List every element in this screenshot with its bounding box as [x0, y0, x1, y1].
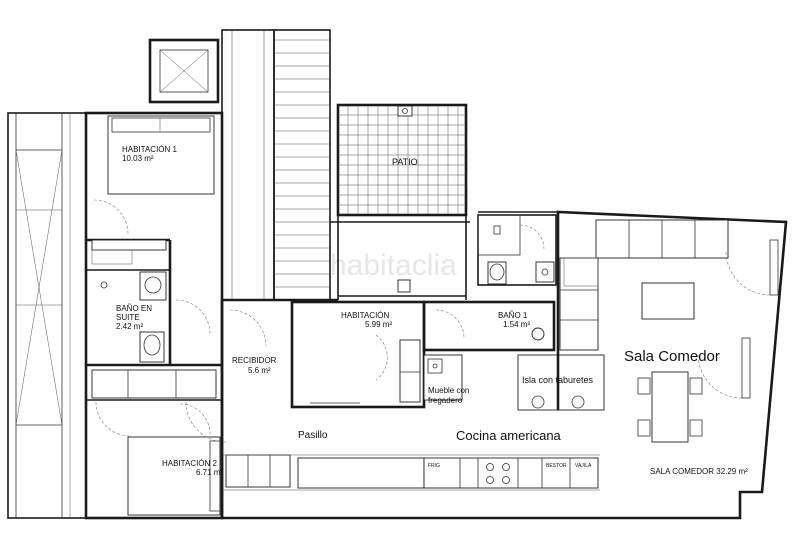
- furniture-label: Isla con taburetes: [522, 375, 594, 385]
- door-swing-hab2b: [179, 403, 211, 435]
- door-swing-wc: [519, 224, 545, 250]
- bed-habitacion-2: [127, 436, 221, 516]
- room-name: HABITACIÓN: [341, 311, 390, 320]
- sofa: [559, 219, 729, 351]
- windows-right: [697, 239, 779, 399]
- furniture-label: fregadero: [428, 396, 463, 405]
- room-area: 1.54 m²: [503, 320, 530, 329]
- left-exterior-strip: [7, 112, 87, 519]
- ventilation-shaft: [148, 38, 220, 104]
- room-name: BAÑO EN: [116, 304, 152, 313]
- room-name: PATIO: [392, 157, 418, 167]
- room-name: HABITACIÓN 1: [122, 145, 178, 154]
- door-swing-pasillo: [185, 401, 227, 443]
- appliance-label: FRIG: [428, 463, 440, 469]
- appliance-label: BESTOR: [546, 463, 567, 469]
- room-area: 6.71 m²: [196, 468, 223, 477]
- appliance-label: VAJILA: [575, 463, 592, 469]
- main-outer-walls: [220, 210, 788, 520]
- staircase: [221, 29, 331, 301]
- bed-habitacion-1: [107, 115, 215, 195]
- watermark: habitaclia: [330, 249, 457, 282]
- room-name: HABITACIÓN 2: [162, 459, 218, 468]
- room-area: 5.99 m²: [365, 320, 392, 329]
- dining-table: [637, 371, 703, 443]
- room-area: 5.6 m²: [248, 366, 271, 375]
- left-rooms-walls: [84, 111, 224, 520]
- door-swing-recibidor: [229, 309, 267, 347]
- center-walls: [185, 214, 557, 443]
- door-swing-hab1: [93, 199, 129, 235]
- room-name: Pasillo: [298, 430, 328, 441]
- kitchen-counter: FRIG BESTOR VAJILA: [225, 454, 599, 489]
- room-area: SALA COMEDOR 32.29 m²: [650, 467, 748, 476]
- door-swing-bano1: [435, 309, 465, 339]
- room-name: SUITE: [116, 313, 140, 322]
- bath-suite-fixtures: [91, 249, 167, 363]
- coffee-table: [641, 282, 695, 320]
- room-name: Cocina americana: [456, 428, 562, 443]
- door-swing-suite: [175, 299, 211, 335]
- room-name: RECIBIDOR: [232, 356, 277, 365]
- room-name: Sala Comedor: [624, 348, 720, 365]
- room-area: 2.42 m²: [116, 322, 143, 331]
- room-area: 10.03 m²: [122, 154, 154, 163]
- room-name: BAÑO 1: [498, 311, 528, 320]
- stair-steps: [274, 39, 330, 288]
- patio: [336, 103, 468, 217]
- door-swing-habitacion: [375, 334, 388, 381]
- kitchen-island: [517, 354, 605, 411]
- door-swing-hab2: [95, 401, 131, 437]
- furniture-label: Mueble con: [428, 386, 469, 395]
